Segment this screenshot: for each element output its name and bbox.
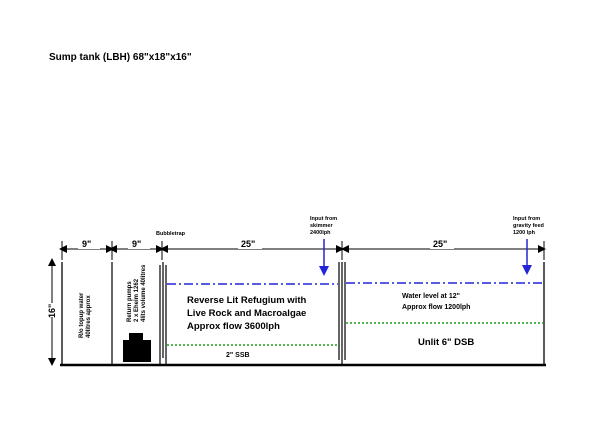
dimension-label-2: 9" (132, 239, 141, 249)
svg-text:2 x Eheim 1262: 2 x Eheim 1262 (134, 278, 140, 322)
down-arrow-icon (522, 239, 532, 275)
svg-text:R/o topup water: R/o topup water (79, 292, 85, 338)
dsb-label: Unlit 6" DSB (418, 337, 474, 348)
return-pumps-label: Return pumps 2 x Eheim 1262 4lits volume… (127, 264, 147, 322)
svg-text:Approx flow 1200lph: Approx flow 1200lph (402, 304, 470, 311)
svg-text:1200 lph: 1200 lph (513, 230, 536, 236)
svg-text:40litres approx: 40litres approx (86, 295, 92, 338)
svg-text:Approx flow 3600lph: Approx flow 3600lph (187, 321, 280, 332)
svg-text:2400lph: 2400lph (310, 230, 331, 236)
dimension-label-3: 25" (241, 239, 255, 249)
down-arrow-icon (319, 239, 329, 276)
dim-label-bg (78, 238, 100, 249)
svg-text:Return pumps: Return pumps (127, 281, 133, 322)
svg-text:Reverse Lit Refugium with: Reverse Lit Refugium with (187, 295, 306, 306)
svg-text:Input from: Input from (513, 216, 540, 222)
svg-text:skimmer: skimmer (310, 223, 333, 229)
refugium-label: Reverse Lit Refugium with Live Rock and … (187, 295, 306, 332)
svg-text:gravity feed: gravity feed (513, 223, 544, 229)
dim-label-bg (238, 238, 262, 249)
svg-text:Input from: Input from (310, 216, 337, 222)
water-level-label: Water level at 12" Approx flow 1200lph (402, 293, 470, 311)
dim-label-bg (128, 238, 150, 249)
ssb-label: 2" SSB (226, 352, 250, 359)
pump-block-icon (123, 333, 151, 362)
dim-label-bg (44, 303, 60, 317)
svg-text:Water level at 12": Water level at 12" (402, 293, 460, 300)
height-label: 16" (47, 304, 57, 318)
dim-label-bg (430, 238, 454, 249)
diagram-title: Sump tank (LBH) 68"x18"x16" (49, 52, 192, 63)
svg-text:Live Rock and Macroalgae: Live Rock and Macroalgae (187, 308, 306, 319)
tank-outline (60, 262, 546, 367)
ro-topup-label: R/o topup water 40litres approx (79, 292, 92, 338)
input-gravity-label: Input from gravity feed 1200 lph (513, 216, 544, 236)
dimension-ticks (61, 241, 545, 260)
dimension-label-4: 25" (433, 239, 447, 249)
bubbletrap-label: Bubbletrap (156, 231, 186, 237)
input-skimmer-label: Input from skimmer 2400lph (310, 216, 337, 236)
svg-text:4lits volume 40litres: 4lits volume 40litres (141, 264, 147, 322)
dimension-label-1: 9" (82, 239, 91, 249)
